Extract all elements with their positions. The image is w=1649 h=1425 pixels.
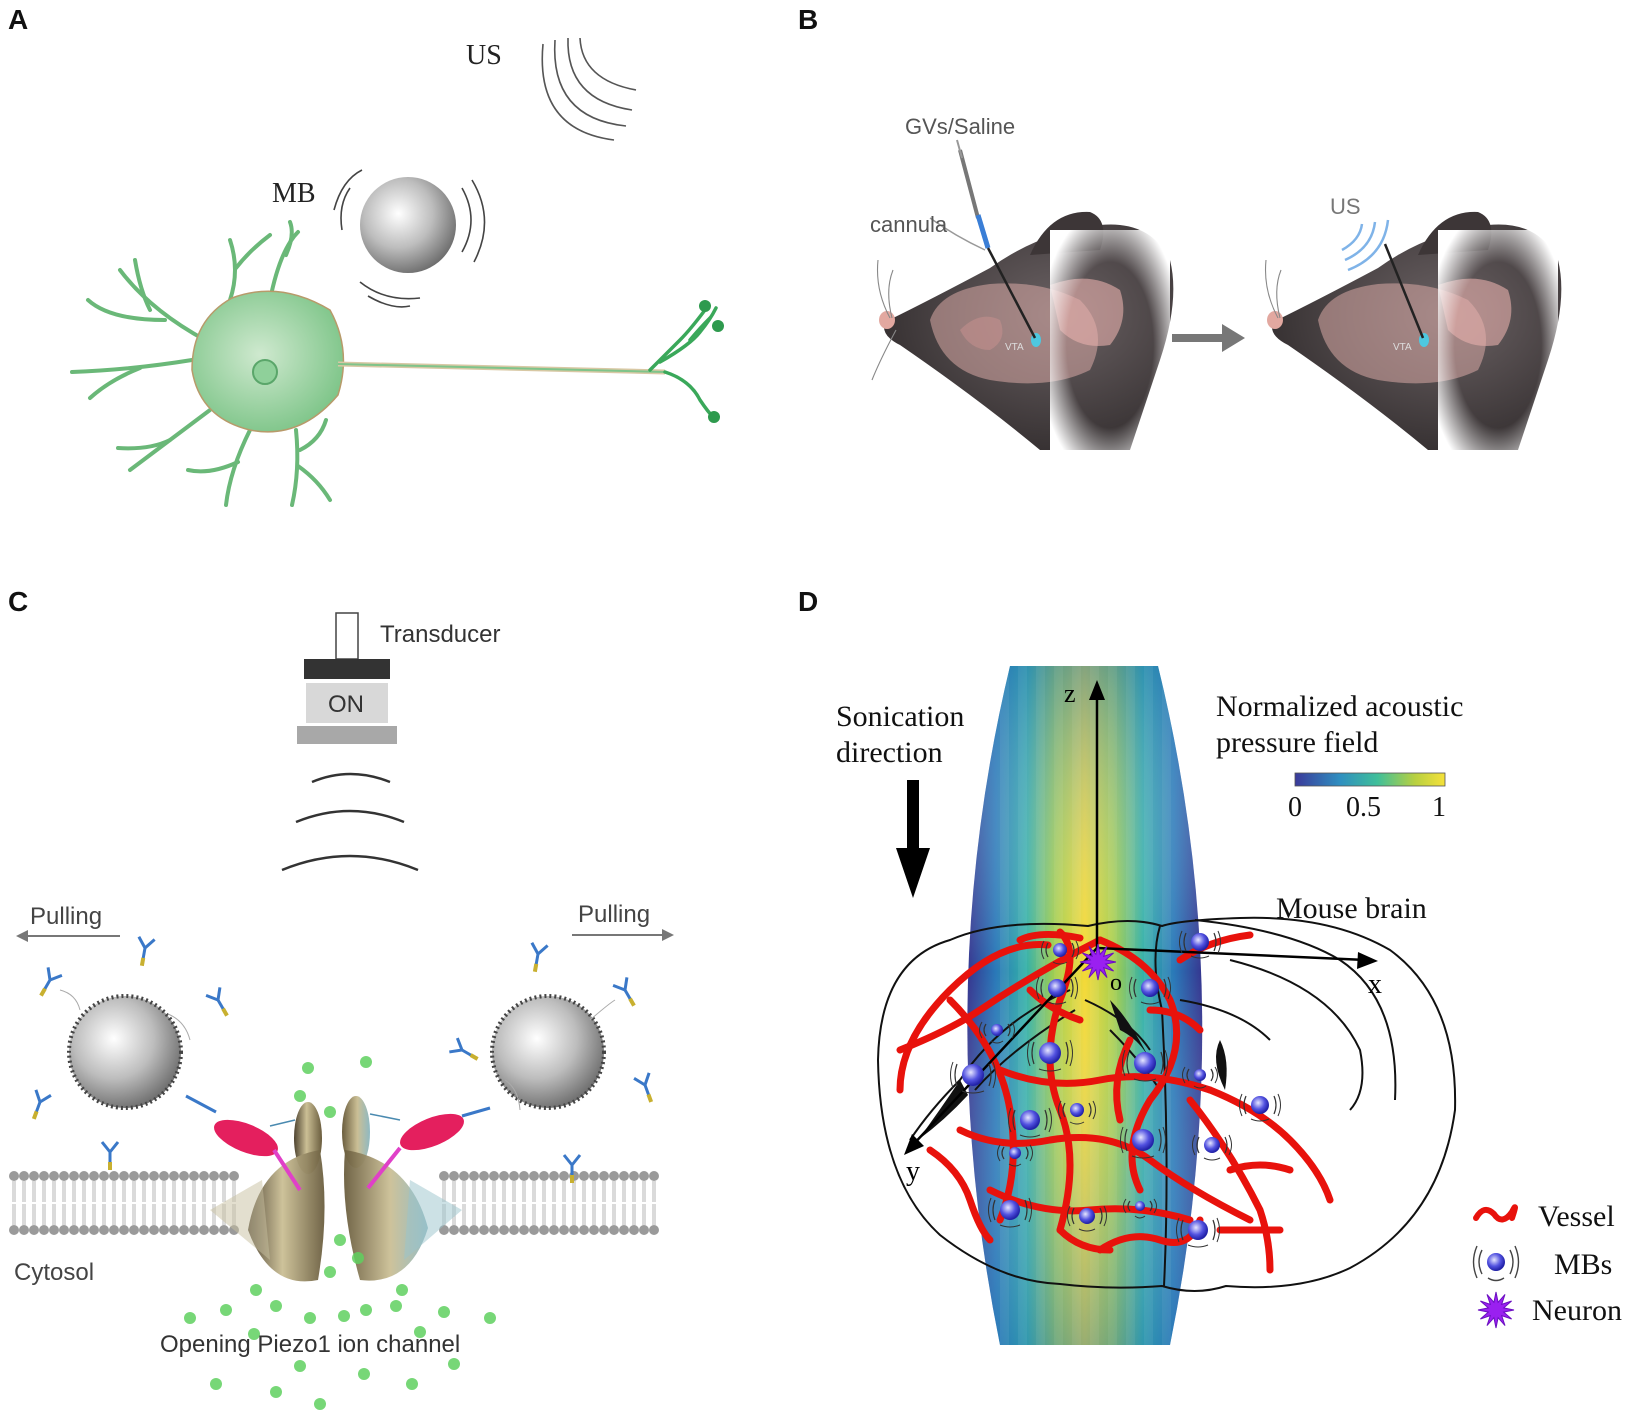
- panel-b-letter: B: [798, 4, 819, 35]
- panel-c-letter: C: [8, 586, 29, 617]
- axis-z-label: z: [1064, 679, 1076, 708]
- syringe-icon: [929, 139, 1037, 339]
- transducer-icon: [297, 612, 397, 744]
- ultrasound-wave-blue-icon: [1341, 219, 1390, 272]
- microbubble-left: [67, 994, 183, 1110]
- microbubble-right: [490, 994, 606, 1110]
- panel-d: z x y o Sonication direction Normalized …: [836, 666, 1622, 1345]
- panel-c: Transducer ON Pulling Pulling: [9, 612, 674, 1410]
- brain-microbubbles: [950, 930, 1281, 1248]
- colorbar-tick-1: 0.5: [1346, 792, 1381, 823]
- sonication-label-line2: direction: [836, 736, 943, 769]
- axis-x-label: x: [1368, 969, 1382, 1000]
- legend-neuron-icon: [1477, 1291, 1515, 1329]
- panel-a-letter: A: [8, 4, 29, 35]
- on-label: ON: [328, 691, 364, 718]
- x-arrowhead-icon: [1357, 952, 1378, 969]
- legend-vessel-icon: [1473, 1204, 1518, 1223]
- transducer-label: Transducer: [380, 621, 501, 648]
- z-arrowhead-icon: [1089, 680, 1105, 700]
- us-label: US: [466, 40, 502, 71]
- legend-mbs-label: MBs: [1554, 1248, 1612, 1281]
- mouse-head-right: [1264, 211, 1562, 460]
- cytosol-label: Cytosol: [14, 1259, 94, 1286]
- colorbar-tick-2: 1: [1432, 792, 1446, 823]
- antibody-icons: [31, 936, 654, 1183]
- arrow-right-small-icon: [662, 929, 674, 941]
- sonication-arrow-icon: [896, 780, 930, 898]
- pulling-right-label: Pulling: [578, 901, 650, 928]
- microbubble-vibration-icon: [333, 169, 486, 308]
- panel-b: GVs/Saline cannula VTA US VTA: [870, 114, 1562, 460]
- calcium-ions: [184, 1056, 496, 1410]
- vessel-network: [896, 928, 1334, 1274]
- y-arrowhead-icon: [904, 1134, 924, 1155]
- piezo-caption: Opening Piezo1 ion channel: [160, 1331, 460, 1358]
- mouse-head-left: [871, 211, 1174, 460]
- cell-membrane: [9, 1171, 659, 1235]
- piezo1-channel-icon: [185, 1094, 491, 1282]
- legend-mb-icon: [1472, 1245, 1520, 1282]
- legend-vessel-label: Vessel: [1538, 1200, 1615, 1233]
- us-label-b: US: [1330, 194, 1361, 219]
- neuron-star-icon: [1079, 943, 1117, 981]
- mouse-brain-label: Mouse brain: [1276, 892, 1427, 925]
- vta-label-left: VTA: [1005, 342, 1024, 353]
- axis-y-label: y: [906, 1156, 920, 1187]
- pulling-left-label: Pulling: [30, 903, 102, 930]
- colorbar-title-line1: Normalized acoustic: [1216, 690, 1463, 723]
- mb-label: MB: [272, 178, 316, 209]
- legend: Vessel MBs Neuron: [1472, 1200, 1622, 1329]
- vta-label-right: VTA: [1393, 342, 1412, 353]
- arrow-left-icon: [16, 930, 28, 942]
- arrow-right-icon: [1172, 324, 1245, 352]
- gv-saline-label: GVs/Saline: [905, 114, 1015, 139]
- panel-a: US MB: [70, 37, 724, 507]
- cannula-label: cannula: [870, 212, 948, 237]
- neuron-icon: [70, 220, 724, 507]
- microbubble-sphere: [360, 177, 456, 273]
- panel-d-letter: D: [798, 586, 819, 617]
- legend-neuron-label: Neuron: [1532, 1294, 1622, 1327]
- coordinate-axes: [909, 688, 1367, 1149]
- sound-wave-icon: [281, 772, 419, 872]
- colorbar-title-line2: pressure field: [1216, 726, 1378, 759]
- colorbar-tick-0: 0: [1288, 792, 1302, 823]
- sonication-label-line1: Sonication: [836, 700, 964, 733]
- origin-label: o: [1110, 970, 1122, 996]
- colorbar: [1294, 772, 1446, 787]
- ultrasound-wave-icon: [541, 37, 637, 141]
